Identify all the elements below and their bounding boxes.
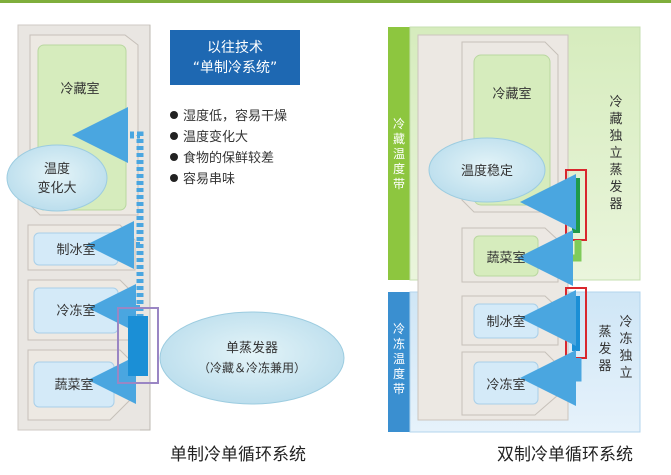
upper-band-char: 带	[393, 177, 405, 191]
upper-band-char: 温	[393, 147, 405, 161]
lower-band-strip	[388, 292, 410, 432]
list-item: 食物的保鲜较差	[170, 148, 287, 169]
lower-evap-char: 立	[619, 366, 632, 381]
upper-evap-char: 蒸	[609, 163, 622, 178]
list-item: 容易串味	[170, 169, 287, 190]
lower-evap-char: 蒸	[598, 325, 611, 340]
lower-evap-char: 冻	[619, 331, 632, 347]
left-label-ice: 制冰室	[56, 242, 95, 258]
legacy-tech-title-box: 以往技术 “单制冷系统”	[170, 30, 300, 85]
upper-evap-char: 器	[609, 197, 622, 212]
lower-airflow-freezer	[520, 350, 582, 406]
lower-evap-char: 发	[598, 341, 611, 357]
lower-band-char: 冻	[393, 336, 405, 351]
left-bubble-line2: 变化大	[37, 180, 76, 196]
left-airflow-to-fridge	[72, 107, 144, 325]
upper-evap-char: 藏	[609, 112, 622, 127]
list-item: 温度变化大	[170, 127, 287, 148]
evaporator-bubble-line2: （冷藏＆冷冻兼用）	[198, 360, 306, 375]
upper-evap-char: 发	[609, 179, 622, 195]
right-label-ice: 制冰室	[486, 314, 525, 330]
lower-evap-char: 器	[598, 359, 611, 374]
top-accent-line	[0, 0, 671, 3]
bullet-text: 容易串味	[183, 172, 236, 187]
lower-evap-char: 独	[619, 349, 632, 364]
right-label-fridge: 冷藏室	[492, 86, 531, 102]
left-bubble-line1: 温度	[44, 161, 70, 177]
lower-band-char: 温	[393, 352, 405, 366]
upper-airflow-vegetable	[517, 230, 582, 286]
left-temperature-bubble: 温度 变化大	[6, 144, 108, 212]
lower-evaporator	[572, 296, 580, 351]
upper-evap-char: 独	[609, 129, 622, 144]
legacy-drawbacks-list: 湿度低，容易干燥 温度变化大 食物的保鲜较差 容易串味	[170, 106, 287, 190]
left-label-fridge: 冷藏室	[60, 81, 99, 97]
bullet-icon	[170, 111, 178, 119]
upper-evap-char: 冷	[609, 95, 622, 110]
lower-band-char: 带	[393, 382, 405, 396]
list-item: 湿度低，容易干燥	[170, 106, 287, 127]
lower-evap-char: 冷	[619, 315, 632, 330]
evaporator-bubble-line1: 单蒸发器	[226, 340, 278, 356]
upper-evaporator	[572, 178, 580, 233]
bullet-icon	[170, 132, 178, 140]
left-caption: 单制冷单循环系统	[170, 445, 306, 465]
bullet-text: 食物的保鲜较差	[183, 151, 275, 166]
left-label-vegetable: 蔬菜室	[54, 377, 93, 393]
lower-band-label: 冷 冻 温 度 带	[393, 322, 405, 396]
right-fridge: 冷藏室 蔬菜室 制冰室 冷冻室	[388, 26, 641, 433]
left-evaporator-bubble: 单蒸发器 （冷藏＆冷冻兼用）	[159, 311, 345, 405]
legacy-tech-title-line2: “单制冷系统”	[192, 59, 278, 76]
upper-band-char: 度	[393, 161, 405, 176]
right-caption: 双制冷单循环系统	[497, 445, 633, 465]
left-door-edge	[140, 25, 151, 431]
right-bubble-text: 温度稳定	[461, 163, 513, 179]
bullet-icon	[170, 174, 178, 182]
lower-band-char: 度	[393, 366, 405, 381]
right-temperature-bubble: 温度稳定	[428, 137, 546, 203]
left-evaporator-frame	[117, 307, 159, 384]
upper-band-strip	[388, 27, 410, 280]
upper-evap-char: 立	[609, 146, 622, 161]
left-label-freezer: 冷冻室	[56, 303, 95, 319]
bullet-icon	[170, 153, 178, 161]
lower-band-char: 冷	[393, 322, 405, 336]
left-evaporator	[128, 316, 148, 376]
upper-band-char: 藏	[393, 132, 405, 146]
left-fridge: 冷藏室 制冰室 冷冻室 蔬菜室	[17, 24, 159, 431]
lower-evaporator-label: 冷 冻 独 立 蒸 发 器	[598, 315, 632, 381]
upper-evaporator-label: 冷 藏 独 立 蒸 发 器	[609, 95, 622, 212]
bullet-text: 湿度低，容易干燥	[183, 109, 288, 124]
bullet-text: 温度变化大	[183, 130, 249, 145]
right-label-vegetable: 蔬菜室	[486, 250, 525, 266]
upper-band-label: 冷 藏 温 度 带	[393, 117, 405, 191]
right-label-freezer: 冷冻室	[486, 377, 525, 393]
upper-band-char: 冷	[393, 117, 405, 131]
legacy-tech-title-line1: 以往技术	[207, 39, 263, 56]
